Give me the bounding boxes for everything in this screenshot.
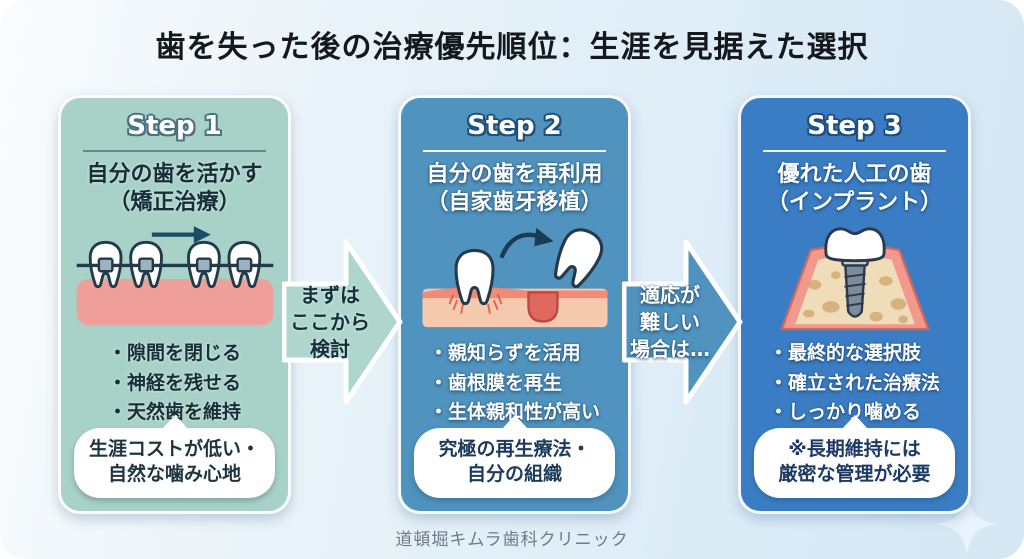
arrow1-line2: ここから: [290, 309, 370, 334]
step1-title: 自分の歯を活かす （矯正治療）: [86, 161, 262, 217]
arrow1-line1: まずは: [300, 282, 360, 307]
step1-title-line2: （矯正治療）: [108, 190, 241, 216]
arrow2-line2: 難しい: [640, 309, 700, 334]
step3-badge: Step 3: [807, 111, 902, 141]
step2-bullet-1: 親知らずを活用: [429, 339, 600, 368]
step2-bullet-list: 親知らずを活用 歯根膜を再生 生体親和性が高い: [429, 339, 600, 427]
step2-bullet-3: 生体親和性が高い: [429, 398, 600, 427]
step3-bubble-line2: 厳密な管理が必要: [778, 462, 931, 485]
step1-bullet-2: 神経を残せる: [108, 369, 241, 398]
step2-bubble-line2: 自分の組織: [466, 462, 562, 485]
dental-implant-illustration: [741, 221, 968, 335]
step2-card: Step 2 自分の歯を再利用 （自家歯牙移植）: [398, 95, 631, 514]
arrow2-label: 適応が 難しい 場合は…: [622, 222, 718, 422]
step3-title-line1: 優れた人工の歯: [777, 162, 932, 187]
arrow2-line1: 適応が: [640, 282, 700, 307]
step3-summary-bubble: ※長期維持には 厳密な管理が必要: [754, 427, 955, 498]
step3-bullet-list: 最終的な選択肢 確立された治療法 しっかり噛める: [769, 339, 940, 427]
arrow2-line3: 場合は…: [630, 336, 710, 361]
step2-title-line1: 自分の歯を再利用: [426, 162, 603, 187]
right-arrow-icon: [282, 239, 403, 405]
clinic-name: 道頓堀キムラ歯科クリニック: [395, 530, 629, 550]
right-arrow-icon: [622, 239, 743, 405]
step1-bullet-1: 隙間を閉じる: [108, 339, 241, 368]
arrow-step2-to-step3: 適応が 難しい 場合は…: [622, 222, 744, 422]
step2-bullet-2: 歯根膜を再生: [429, 369, 600, 398]
tooth-transplant-illustration: [401, 221, 628, 335]
sparkle-icon: [936, 493, 998, 555]
step3-title-line2: （インプラント）: [766, 190, 943, 216]
braces-teeth-svg: [76, 226, 273, 326]
step1-bubble-line2: 自然な噛み心地: [107, 462, 241, 485]
arrow1-label: まずは ここから 検討: [282, 222, 378, 422]
arrow1-line3: 検討: [310, 336, 350, 361]
step3-bubble-line1: ※長期維持には: [788, 437, 921, 460]
step3-title: 優れた人工の歯 （インプラント）: [767, 161, 942, 217]
step2-title: 自分の歯を再利用 （自家歯牙移植）: [426, 161, 602, 217]
step1-card: Step 1 自分の歯を活かす （矯正治療）: [58, 95, 291, 514]
step3-bullet-3: しっかり噛める: [769, 398, 940, 427]
step2-badge: Step 2: [467, 111, 562, 141]
tooth-transplant-svg: [421, 228, 608, 328]
step1-divider: [83, 150, 266, 152]
step3-bullet-1: 最終的な選択肢: [769, 339, 940, 368]
step3-card: Step 3 優れた人工の歯 （インプラント）: [738, 95, 971, 514]
step1-title-line1: 自分の歯を活かす: [86, 162, 263, 187]
step1-bubble-line1: 生涯コストが低い・: [88, 437, 260, 460]
step2-divider: [423, 150, 606, 152]
step3-bullet-2: 確立された治療法: [769, 369, 940, 398]
step1-bullet-3: 天然歯を維持: [108, 398, 241, 427]
step1-badge: Step 1: [127, 111, 222, 141]
step1-summary-bubble: 生涯コストが低い・ 自然な噛み心地: [74, 427, 275, 498]
dental-implant-svg: [780, 227, 929, 331]
step1-bullet-list: 隙間を閉じる 神経を残せる 天然歯を維持: [108, 339, 241, 427]
step3-divider: [763, 150, 946, 152]
step2-title-line2: （自家歯牙移植）: [426, 190, 603, 216]
arrow-step1-to-step2: まずは ここから 検討: [282, 222, 404, 422]
step2-bubble-line1: 究極の再生療法・: [438, 437, 591, 460]
braces-teeth-illustration: [61, 221, 288, 335]
step2-summary-bubble: 究極の再生療法・ 自分の組織: [414, 427, 615, 498]
page-title: 歯を失った後の治療優先順位：生涯を見据えた選択: [155, 30, 869, 65]
